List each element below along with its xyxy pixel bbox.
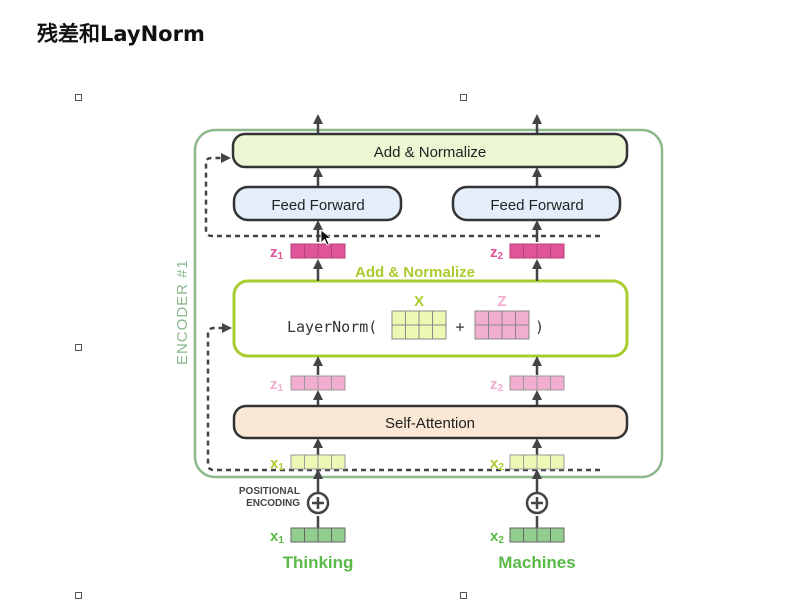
selection-handle[interactable] [75,344,82,351]
matrix-x [391,310,447,340]
residual-connection-top [204,153,600,238]
mouse-cursor-icon [320,229,333,246]
layernorm-suffix: ) [535,318,544,336]
page-title: 残差和LayNorm [37,22,205,46]
x1-embedding-label: x1 [270,528,284,546]
selection-handle[interactable] [460,94,467,101]
word-thinking: Thinking [283,553,354,572]
ffn-left-label: Feed Forward [271,197,364,214]
z1-vector [290,243,346,259]
x1-vector [290,454,346,470]
encoder-label: ENCODER #1 [174,259,191,365]
x1-embedding-vector [290,527,346,543]
selection-handle[interactable] [75,592,82,599]
z1-label: z1 [270,244,284,262]
z1-light-vector [290,375,346,391]
x2-embedding-label: x2 [490,528,504,546]
ffn-right-label: Feed Forward [490,197,583,214]
self-attention-label: Self-Attention [385,415,475,432]
selection-handle[interactable] [460,592,467,599]
mid-add-normalize-title: Add & Normalize [355,264,475,281]
z1-light-label: z1 [270,376,284,394]
word-machines: Machines [498,553,575,572]
z2-light-label: z2 [490,376,504,394]
residual-connection-bottom [206,323,600,472]
plus-circle-icon [306,491,330,515]
plus-circle-icon [525,491,549,515]
x2-vector [509,454,565,470]
positional-encoding-line1: POSITIONAL [239,486,300,497]
x2-label: x2 [490,455,504,473]
x2-embedding-vector [509,527,565,543]
top-add-normalize-label: Add & Normalize [374,144,487,161]
matrix-z [474,310,530,340]
encoder-frame [193,128,664,479]
positional-encoding-line2: ENCODING [246,498,300,509]
z2-light-vector [509,375,565,391]
z2-vector [509,243,565,259]
layernorm-prefix: LayerNorm( [287,318,377,336]
z2-label: z2 [490,244,504,262]
matrix-z-label: Z [497,293,506,310]
selection-handle[interactable] [75,94,82,101]
top-add-normalize-block [231,132,629,169]
self-attention-block [232,404,629,440]
matrix-x-label: X [414,293,424,310]
layernorm-plus: + [455,318,464,336]
x1-label: x1 [270,455,284,473]
